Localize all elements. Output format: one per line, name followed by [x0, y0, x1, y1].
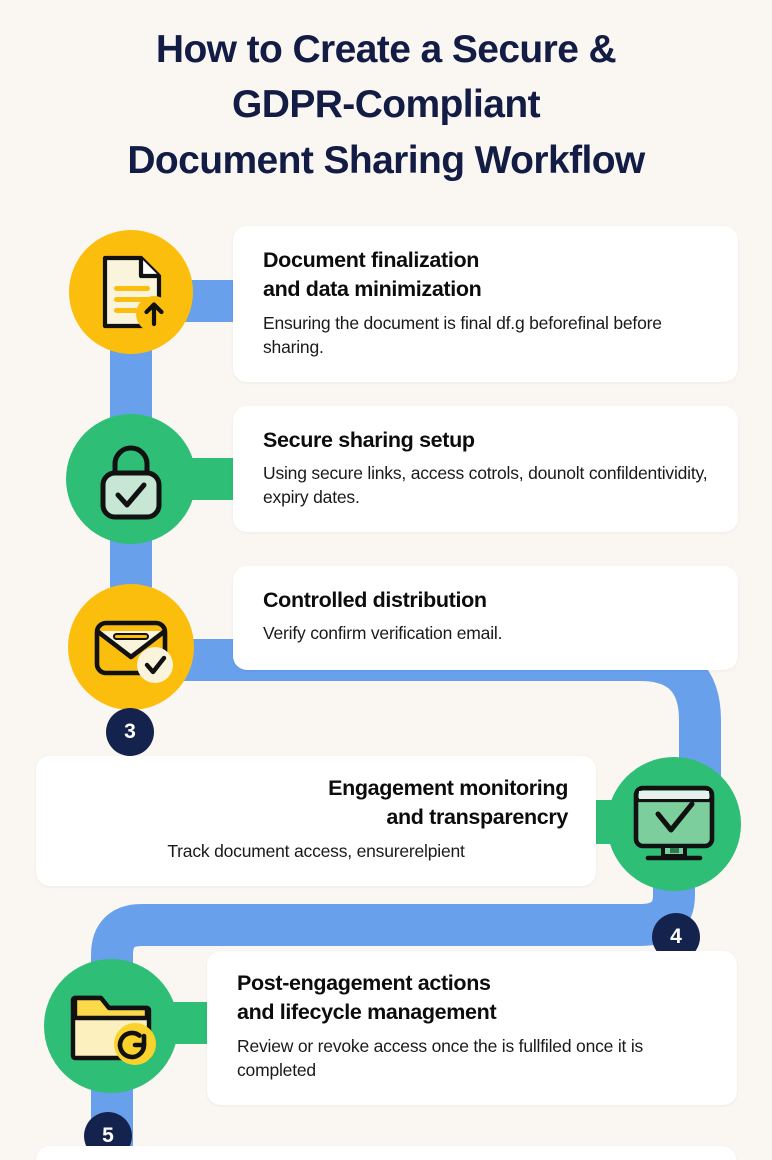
step-3-card[interactable]: Controlled distribution Verify confirm v…: [233, 566, 738, 671]
step-4-body: Track document access, ensurerelpient: [167, 840, 465, 861]
step-1-title: Document finalization and data minimizat…: [263, 246, 712, 305]
step-1-body-line-1: Ensuring the document is final df.g befo…: [263, 312, 609, 333]
step-3-circle[interactable]: [68, 584, 194, 710]
step-3-title: Controlled distribution: [263, 588, 487, 612]
step-5-circle[interactable]: [44, 959, 178, 1093]
step-5-title-line-1: Post-engagement actions: [237, 971, 491, 995]
step-1-title-line-2: and data minimization: [263, 277, 482, 302]
envelope-check-icon: [94, 620, 173, 683]
connector-path-4-to-5: [91, 860, 695, 1010]
step-4-title-line-2: and transparencry: [386, 805, 568, 830]
step-1-body-line-2: before sharing.: [263, 312, 662, 357]
page-title-line-3: Document Sharing Workflow: [127, 138, 645, 182]
folder-refresh-icon: [70, 995, 156, 1065]
step-2-circle[interactable]: [66, 414, 196, 544]
step-1-circle[interactable]: [69, 230, 193, 354]
step-5-body-line-2: once it is completed: [237, 1035, 644, 1080]
page-title-line-1: How to Create a Secure &: [155, 28, 617, 71]
lock-check-icon: [100, 445, 162, 520]
step-4-title: Engagement monitoring and transparencry: [64, 774, 568, 833]
page-title: How to Create a Secure & GDPR-Compliant …: [36, 22, 736, 188]
document-upload-icon: [102, 255, 172, 332]
step-5-title: Post-engagement actions and lifecycle ma…: [237, 969, 711, 1028]
monitor-check-icon: [633, 785, 715, 861]
step-3-body: Verify confirm verification email.: [263, 623, 503, 644]
step-1-card[interactable]: Document finalization and data minimizat…: [233, 226, 738, 382]
step-3-number-badge: 3: [106, 708, 154, 756]
step-4-title-line-1: Engagement monitoring: [328, 776, 568, 800]
step-5-body: Review or revoke access once the is full…: [237, 1035, 711, 1083]
step-1-title-line-1: Document finalization: [263, 248, 480, 272]
step-2-body-line-2: confildentividity, expiry dates.: [263, 463, 708, 508]
step-2-card[interactable]: Secure sharing setup Using secure links,…: [233, 406, 738, 533]
step-2-body-line-1: Using secure links, access cotrols, doun…: [263, 463, 585, 484]
step-5-card[interactable]: Post-engagement actions and lifecycle ma…: [207, 951, 737, 1105]
step-4-card[interactable]: Engagement monitoring and transparencry …: [36, 756, 596, 886]
step-2-body: Using secure links, access cotrols, doun…: [263, 462, 712, 510]
step-2-title: Secure sharing setup: [263, 428, 475, 452]
step-5-title-line-2: and lifecycle management: [237, 1000, 497, 1025]
page-title-line-2: GDPR-Compliant: [232, 83, 541, 127]
step-5-body-line-1: Review or revoke access once the is full…: [237, 1035, 572, 1056]
step-1-body: Ensuring the document is final df.g befo…: [263, 312, 712, 360]
step-4-circle[interactable]: [607, 757, 741, 891]
step-6-card-partial[interactable]: [36, 1146, 736, 1160]
